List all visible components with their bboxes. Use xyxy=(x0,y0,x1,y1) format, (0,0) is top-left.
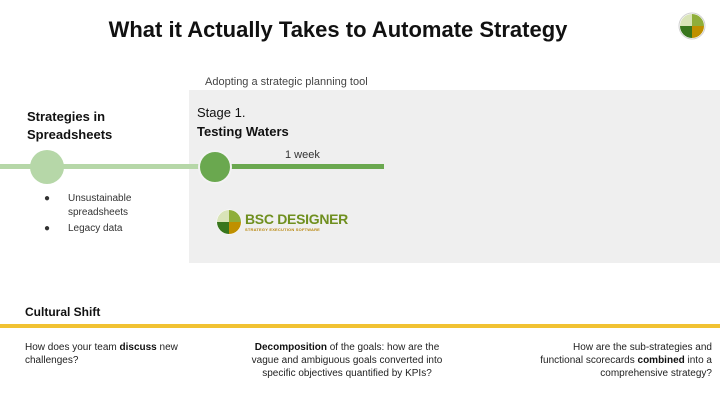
panel-caption: Adopting a strategic planning tool xyxy=(205,76,368,88)
question-keyword: discuss xyxy=(119,342,157,353)
spreadsheets-heading: Strategies in Spreadsheets xyxy=(27,108,112,144)
spreadsheet-issues-list: ● Unsustainable spreadsheets ● Legacy data xyxy=(42,192,162,238)
page-title: What it Actually Takes to Automate Strat… xyxy=(108,17,568,42)
spreadsheets-heading-line2: Spreadsheets xyxy=(27,127,113,142)
stage-label: Stage 1. xyxy=(197,105,246,120)
section-title: Cultural Shift xyxy=(25,305,101,319)
spreadsheets-heading-line1: Strategies in xyxy=(27,109,106,124)
question-text: How are the sub-strategies and functiona… xyxy=(540,342,712,366)
brand-block: BSC DESIGNER STRATEGY EXECUTION SOFTWARE xyxy=(216,209,348,235)
timeline-line-stage1 xyxy=(216,164,384,169)
question-decomposition: Decomposition of the goals: how are the … xyxy=(240,341,454,380)
question-text: How does your team xyxy=(25,342,120,353)
question-discuss: How does your team discuss new challenge… xyxy=(25,341,195,367)
timeline-node-stage1 xyxy=(198,150,232,184)
stage-panel xyxy=(189,90,720,263)
section-divider xyxy=(0,324,720,328)
list-item: ● Legacy data xyxy=(42,222,162,236)
question-combined: How are the sub-strategies and functiona… xyxy=(530,341,712,380)
bsc-logo-icon xyxy=(216,209,242,235)
question-text: new challenges? xyxy=(25,342,178,366)
question-text: of the goals: how are the vague and ambi… xyxy=(251,342,443,379)
question-keyword: Decomposition xyxy=(254,342,327,353)
timeline-line-past xyxy=(0,164,199,169)
list-item-text: Legacy data xyxy=(68,223,123,234)
list-item-text: Unsustainable spreadsheets xyxy=(68,193,132,218)
timeline-node-spreadsheets xyxy=(30,150,64,184)
brand-text: BSC DESIGNER STRATEGY EXECUTION SOFTWARE xyxy=(245,211,348,233)
bsc-logo-icon xyxy=(678,12,706,40)
bullet-icon: ● xyxy=(44,223,51,234)
question-text: into a comprehensive strategy? xyxy=(600,355,712,379)
list-item: ● Unsustainable spreadsheets xyxy=(42,192,162,220)
question-keyword: combined xyxy=(637,355,685,366)
brand-name: BSC DESIGNER xyxy=(245,211,348,227)
bullet-icon: ● xyxy=(44,193,51,204)
brand-tagline: STRATEGY EXECUTION SOFTWARE xyxy=(245,227,321,232)
stage-name: Testing Waters xyxy=(197,124,289,139)
stage-duration: 1 week xyxy=(285,149,320,161)
